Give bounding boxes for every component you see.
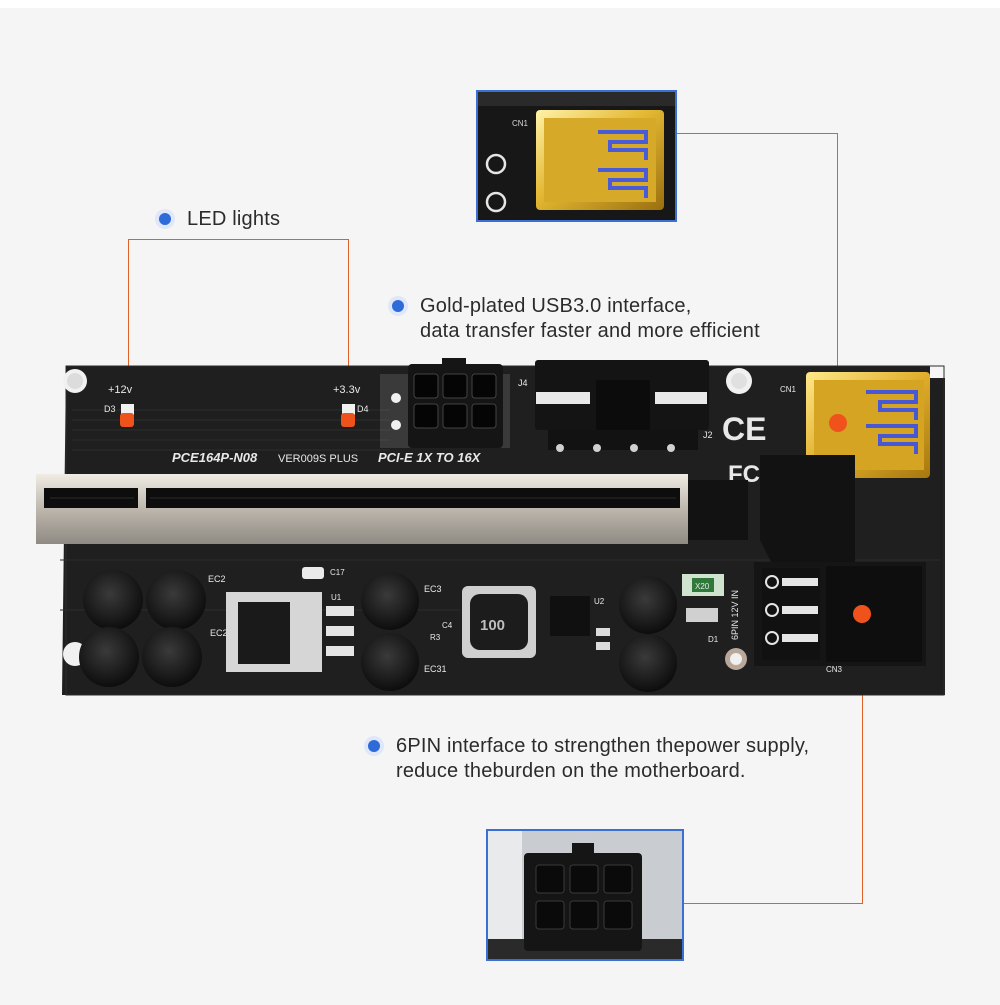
ec21-label: EC21	[210, 628, 233, 638]
fuse-label: X20	[695, 582, 710, 591]
usb-callout-line2: data transfer faster and more efficient	[420, 320, 760, 342]
ec31-label: EC31	[424, 664, 447, 674]
board-model-label: PCE164P-N08	[172, 450, 258, 465]
usb-callout: Gold-plated USB3.0 interface, data trans…	[388, 294, 760, 344]
c17-label: C17	[330, 568, 345, 577]
top-band	[0, 0, 1000, 8]
bullet-icon	[388, 296, 408, 316]
led-callout: LED lights	[155, 207, 280, 232]
ce-mark: CE	[722, 411, 766, 447]
led-d4	[341, 413, 355, 427]
led-callout-line1: LED lights	[187, 208, 281, 230]
j4-label: J4	[518, 378, 528, 388]
usb-marker-dot	[829, 414, 847, 432]
usb-callout-line1: Gold-plated USB3.0 interface,	[420, 295, 692, 317]
u2-label: U2	[594, 597, 605, 606]
c4-label: C4	[442, 621, 453, 630]
pcie-x16-slot	[36, 474, 688, 544]
usb-leader-line	[676, 133, 838, 134]
led-33v-label: +3.3v	[333, 384, 361, 396]
r3-label: R3	[430, 633, 441, 642]
bullet-icon	[155, 209, 175, 229]
led-leader-right	[348, 239, 349, 414]
inductor-label: 100	[480, 617, 505, 634]
cn3-label: CN3	[826, 665, 843, 674]
cn1-label: CN1	[780, 385, 797, 394]
sixpin-closeup-image	[488, 831, 682, 959]
power-marker-dot	[853, 605, 871, 623]
bullet-icon	[364, 736, 384, 756]
led-d4-label: D4	[357, 404, 369, 414]
usb-leader-vertical	[837, 133, 838, 422]
sixpin-callout-text: 6PIN interface to strengthen thepower su…	[396, 734, 809, 784]
usb-connector-closeup: CN1	[476, 90, 677, 222]
ic-u2	[550, 596, 590, 636]
d1-label: D1	[708, 635, 719, 644]
u1-label: U1	[331, 593, 342, 602]
board-version-label: VER009S PLUS	[278, 453, 358, 465]
board-slot-label: PCI-E 1X TO 16X	[378, 450, 482, 465]
power-input-marks: 6PIN 12V IN	[730, 590, 740, 640]
j2-label: J2	[703, 430, 713, 440]
led-leader-left	[128, 239, 129, 414]
led-12v-label: +12v	[108, 384, 133, 396]
ec2-label: EC2	[208, 574, 226, 584]
ec3-label: EC3	[424, 584, 442, 594]
sixpin-leader-vertical	[862, 620, 863, 903]
sixpin-leader-line	[683, 903, 863, 904]
sixpin-callout: 6PIN interface to strengthen thepower su…	[364, 734, 809, 784]
led-d3-label: D3	[104, 404, 116, 414]
sixpin-callout-line1: 6PIN interface to strengthen thepower su…	[396, 735, 810, 757]
usb-callout-text: Gold-plated USB3.0 interface, data trans…	[420, 294, 760, 344]
sixpin-connector-closeup	[486, 829, 684, 961]
capacitor-group-left	[79, 570, 206, 687]
led-leader-line	[128, 239, 349, 240]
led-d3	[120, 413, 134, 427]
usb-closeup-image: CN1	[478, 92, 675, 220]
usb-thumb-cn1: CN1	[512, 119, 529, 128]
sixpin-callout-line2: reduce theburden on the motherboard.	[396, 760, 746, 782]
led-callout-text: LED lights	[187, 207, 280, 232]
